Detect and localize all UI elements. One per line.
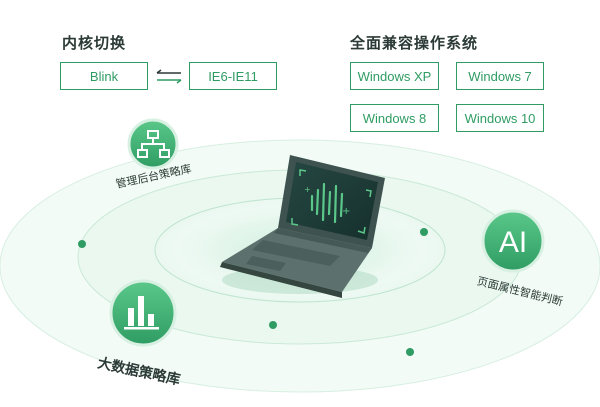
kernel-ie-box: IE6-IE11 xyxy=(189,62,277,90)
orbit-dot xyxy=(420,228,428,236)
orbit-dot xyxy=(269,321,277,329)
os-box-win7: Windows 7 xyxy=(456,62,544,90)
ai-badge-text: AI xyxy=(499,226,527,259)
orbit-dot xyxy=(406,348,414,356)
laptop-illustration: + + xyxy=(220,155,385,298)
svg-text:+: + xyxy=(342,206,350,217)
os-label-win8: Windows 8 xyxy=(362,110,427,126)
org-chart-badge xyxy=(127,118,179,170)
bar-chart-icon xyxy=(124,296,159,330)
os-compat-title: 全面兼容操作系统 xyxy=(350,35,479,52)
org-chart-icon xyxy=(137,130,170,158)
kernel-blink-box: Blink xyxy=(60,62,148,90)
kernel-blink-label: Blink xyxy=(89,68,119,84)
os-label-winxp: Windows XP xyxy=(357,68,432,84)
os-box-winxp: Windows XP xyxy=(350,62,439,90)
kernel-ie-label: IE6-IE11 xyxy=(208,68,258,84)
os-box-win10: Windows 10 xyxy=(456,104,544,132)
ai-badge: AI xyxy=(481,209,545,273)
os-label-win7: Windows 7 xyxy=(468,68,532,84)
svg-text:+: + xyxy=(304,185,311,194)
kernel-switch-title: 内核切换 xyxy=(62,35,127,52)
swap-arrows-icon xyxy=(156,69,182,84)
orbit-dot xyxy=(78,240,86,248)
os-label-win10: Windows 10 xyxy=(464,110,536,126)
bar-chart-badge xyxy=(109,279,177,347)
os-box-win8: Windows 8 xyxy=(350,104,439,132)
